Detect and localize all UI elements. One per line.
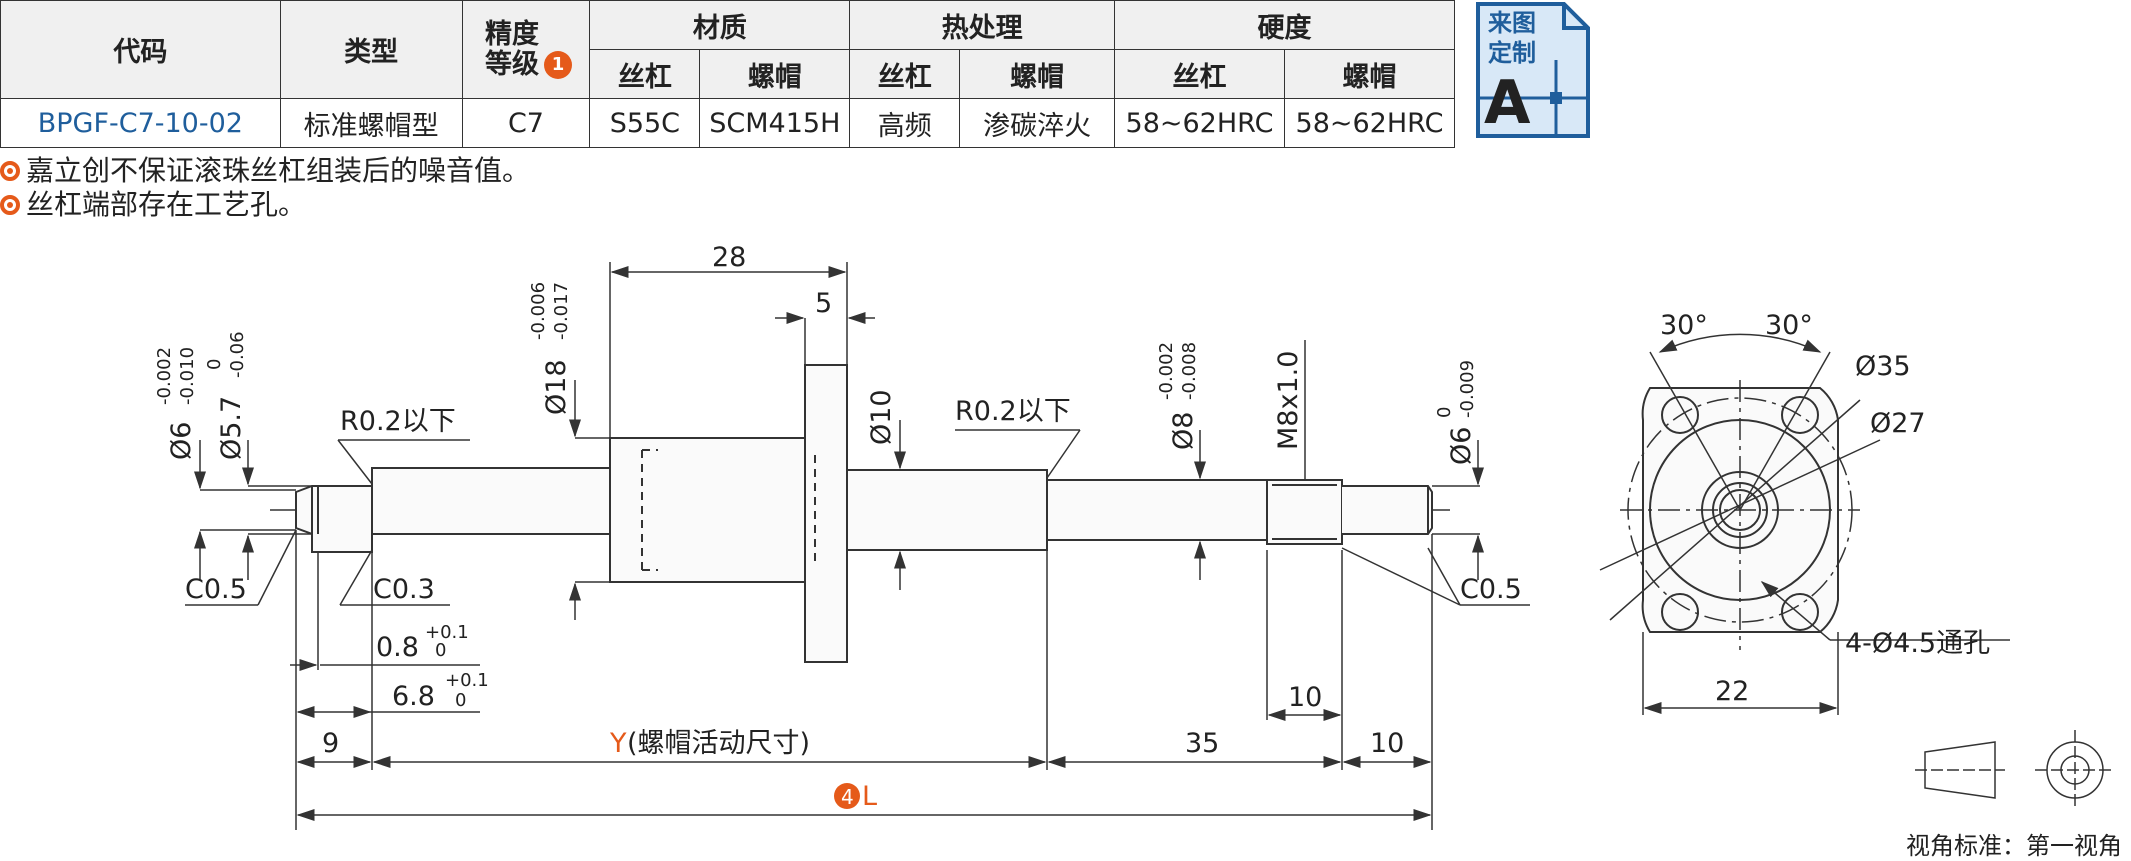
label-l: L bbox=[862, 781, 877, 812]
badge-text: 来图 定制 bbox=[1488, 8, 1536, 68]
label-c05-left: C0.5 bbox=[185, 574, 247, 605]
label-y-text: (螺帽活动尺寸) bbox=[627, 728, 810, 759]
cell-mat-screw: S55C bbox=[589, 98, 701, 148]
dim-m8: M8x1.0 bbox=[1273, 351, 1304, 450]
note-text: 嘉立创不保证滚珠丝杠组装后的噪音值。 bbox=[26, 154, 531, 187]
dim-d8: Ø8 bbox=[1168, 412, 1199, 450]
note-item: 丝杠端部存在工艺孔。 bbox=[0, 188, 530, 222]
badge-line1: 来图 bbox=[1488, 9, 1536, 37]
tol-d18-lo: -0.017 bbox=[551, 282, 572, 340]
dim-d6-right: Ø6 bbox=[1446, 427, 1477, 465]
sub-hard-screw: 丝杠 bbox=[1114, 49, 1285, 99]
tol-d18-up: -0.006 bbox=[528, 282, 549, 340]
label-r02-right: R0.2以下 bbox=[955, 396, 1071, 427]
dim-d57: Ø5.7 bbox=[216, 396, 247, 460]
view-standard-label: 视角标准：第一视角 bbox=[1906, 832, 2122, 860]
cell-hard-screw: 58~62HRC bbox=[1114, 98, 1285, 148]
angle-30-left: 30° bbox=[1660, 310, 1708, 341]
dim-5: 5 bbox=[815, 288, 832, 319]
cell-type: 标准螺帽型 bbox=[279, 98, 463, 148]
sub-hard-nut: 螺帽 bbox=[1283, 49, 1456, 99]
note-text: 丝杠端部存在工艺孔。 bbox=[26, 188, 307, 221]
dim-22: 22 bbox=[1715, 676, 1749, 707]
bullet-icon bbox=[0, 161, 20, 181]
tol-d6-right-up: 0 bbox=[1434, 407, 1455, 418]
tol-08-up: +0.1 bbox=[425, 622, 469, 643]
cell-hard-nut: 58~62HRC bbox=[1283, 98, 1456, 148]
header-precision-label: 精度等级 bbox=[484, 18, 539, 80]
angle-30-right: 30° bbox=[1765, 310, 1813, 341]
dim-28: 28 bbox=[712, 242, 746, 273]
cell-heat-screw: 高频 bbox=[849, 98, 961, 148]
label-c05-right: C0.5 bbox=[1460, 574, 1522, 605]
l-badge: 4 bbox=[841, 785, 854, 809]
header-heat: 热处理 bbox=[849, 0, 1115, 50]
cell-precision: C7 bbox=[461, 98, 591, 148]
badge-line2: 定制 bbox=[1488, 39, 1536, 67]
sub-mat-screw: 丝杠 bbox=[589, 49, 701, 99]
sub-heat-screw: 丝杠 bbox=[849, 49, 961, 99]
dim-10: 10 bbox=[1370, 728, 1404, 759]
dim-35: 35 bbox=[1185, 728, 1219, 759]
tol-d8-up: -0.002 bbox=[1156, 342, 1177, 400]
note-item: 嘉立创不保证滚珠丝杠组装后的噪音值。 bbox=[0, 154, 530, 188]
dimension-lines bbox=[185, 262, 1530, 830]
label-holes: 4-Ø4.5通孔 bbox=[1845, 628, 1990, 659]
dim-68: 6.8 bbox=[392, 681, 435, 712]
tol-d57-up: 0 bbox=[204, 359, 225, 370]
dim-d10: Ø10 bbox=[866, 389, 897, 445]
tol-68-lo: 0 bbox=[455, 690, 466, 711]
notes: 嘉立创不保证滚珠丝杠组装后的噪音值。 丝杠端部存在工艺孔。 bbox=[0, 154, 530, 222]
cell-heat-nut: 渗碳淬火 bbox=[959, 98, 1115, 148]
tol-d6-left-up: -0.002 bbox=[154, 347, 175, 405]
projection-symbol bbox=[1915, 730, 2115, 810]
bullet-icon bbox=[0, 195, 20, 215]
dim-9: 9 bbox=[322, 728, 339, 759]
custom-drawing-badge: 来图 定制 A bbox=[1474, 0, 1594, 140]
dim-d18: Ø18 bbox=[541, 359, 572, 415]
badge-letter: A bbox=[1484, 68, 1531, 138]
dim-10-thread: 10 bbox=[1288, 682, 1322, 713]
tol-d8-lo: -0.008 bbox=[1179, 342, 1200, 400]
header-code: 代码 bbox=[0, 0, 281, 99]
tol-08-lo: 0 bbox=[435, 640, 446, 661]
label-r02-left: R0.2以下 bbox=[340, 406, 456, 437]
label-y: Y bbox=[609, 728, 627, 759]
drawing-labels: 28 5 Ø6 -0.002 -0.010 Ø5.7 0 -0.06 Ø18 -… bbox=[154, 242, 1990, 812]
dim-d35: Ø35 bbox=[1855, 351, 1911, 382]
cell-mat-nut: SCM415H bbox=[699, 98, 851, 148]
header-material: 材质 bbox=[589, 0, 851, 50]
tol-d57-lo: -0.06 bbox=[227, 331, 248, 378]
tol-d6-left-lo: -0.010 bbox=[177, 347, 198, 405]
tol-d6-right-lo: -0.009 bbox=[1457, 360, 1478, 418]
cell-code: BPGF-C7-10-02 bbox=[0, 98, 281, 148]
sub-heat-nut: 螺帽 bbox=[959, 49, 1115, 99]
dim-d27: Ø27 bbox=[1870, 408, 1926, 439]
tol-68-up: +0.1 bbox=[445, 670, 489, 691]
header-hardness: 硬度 bbox=[1114, 0, 1455, 50]
screw-shaft bbox=[295, 364, 1433, 663]
document-icon bbox=[1476, 2, 1590, 138]
dim-d6-left: Ø6 bbox=[166, 422, 197, 460]
dim-08: 0.8 bbox=[376, 632, 419, 663]
side-view bbox=[1599, 333, 2010, 715]
precision-badge: 1 bbox=[543, 51, 572, 79]
sub-mat-nut: 螺帽 bbox=[699, 49, 851, 99]
label-c03: C0.3 bbox=[373, 574, 435, 605]
